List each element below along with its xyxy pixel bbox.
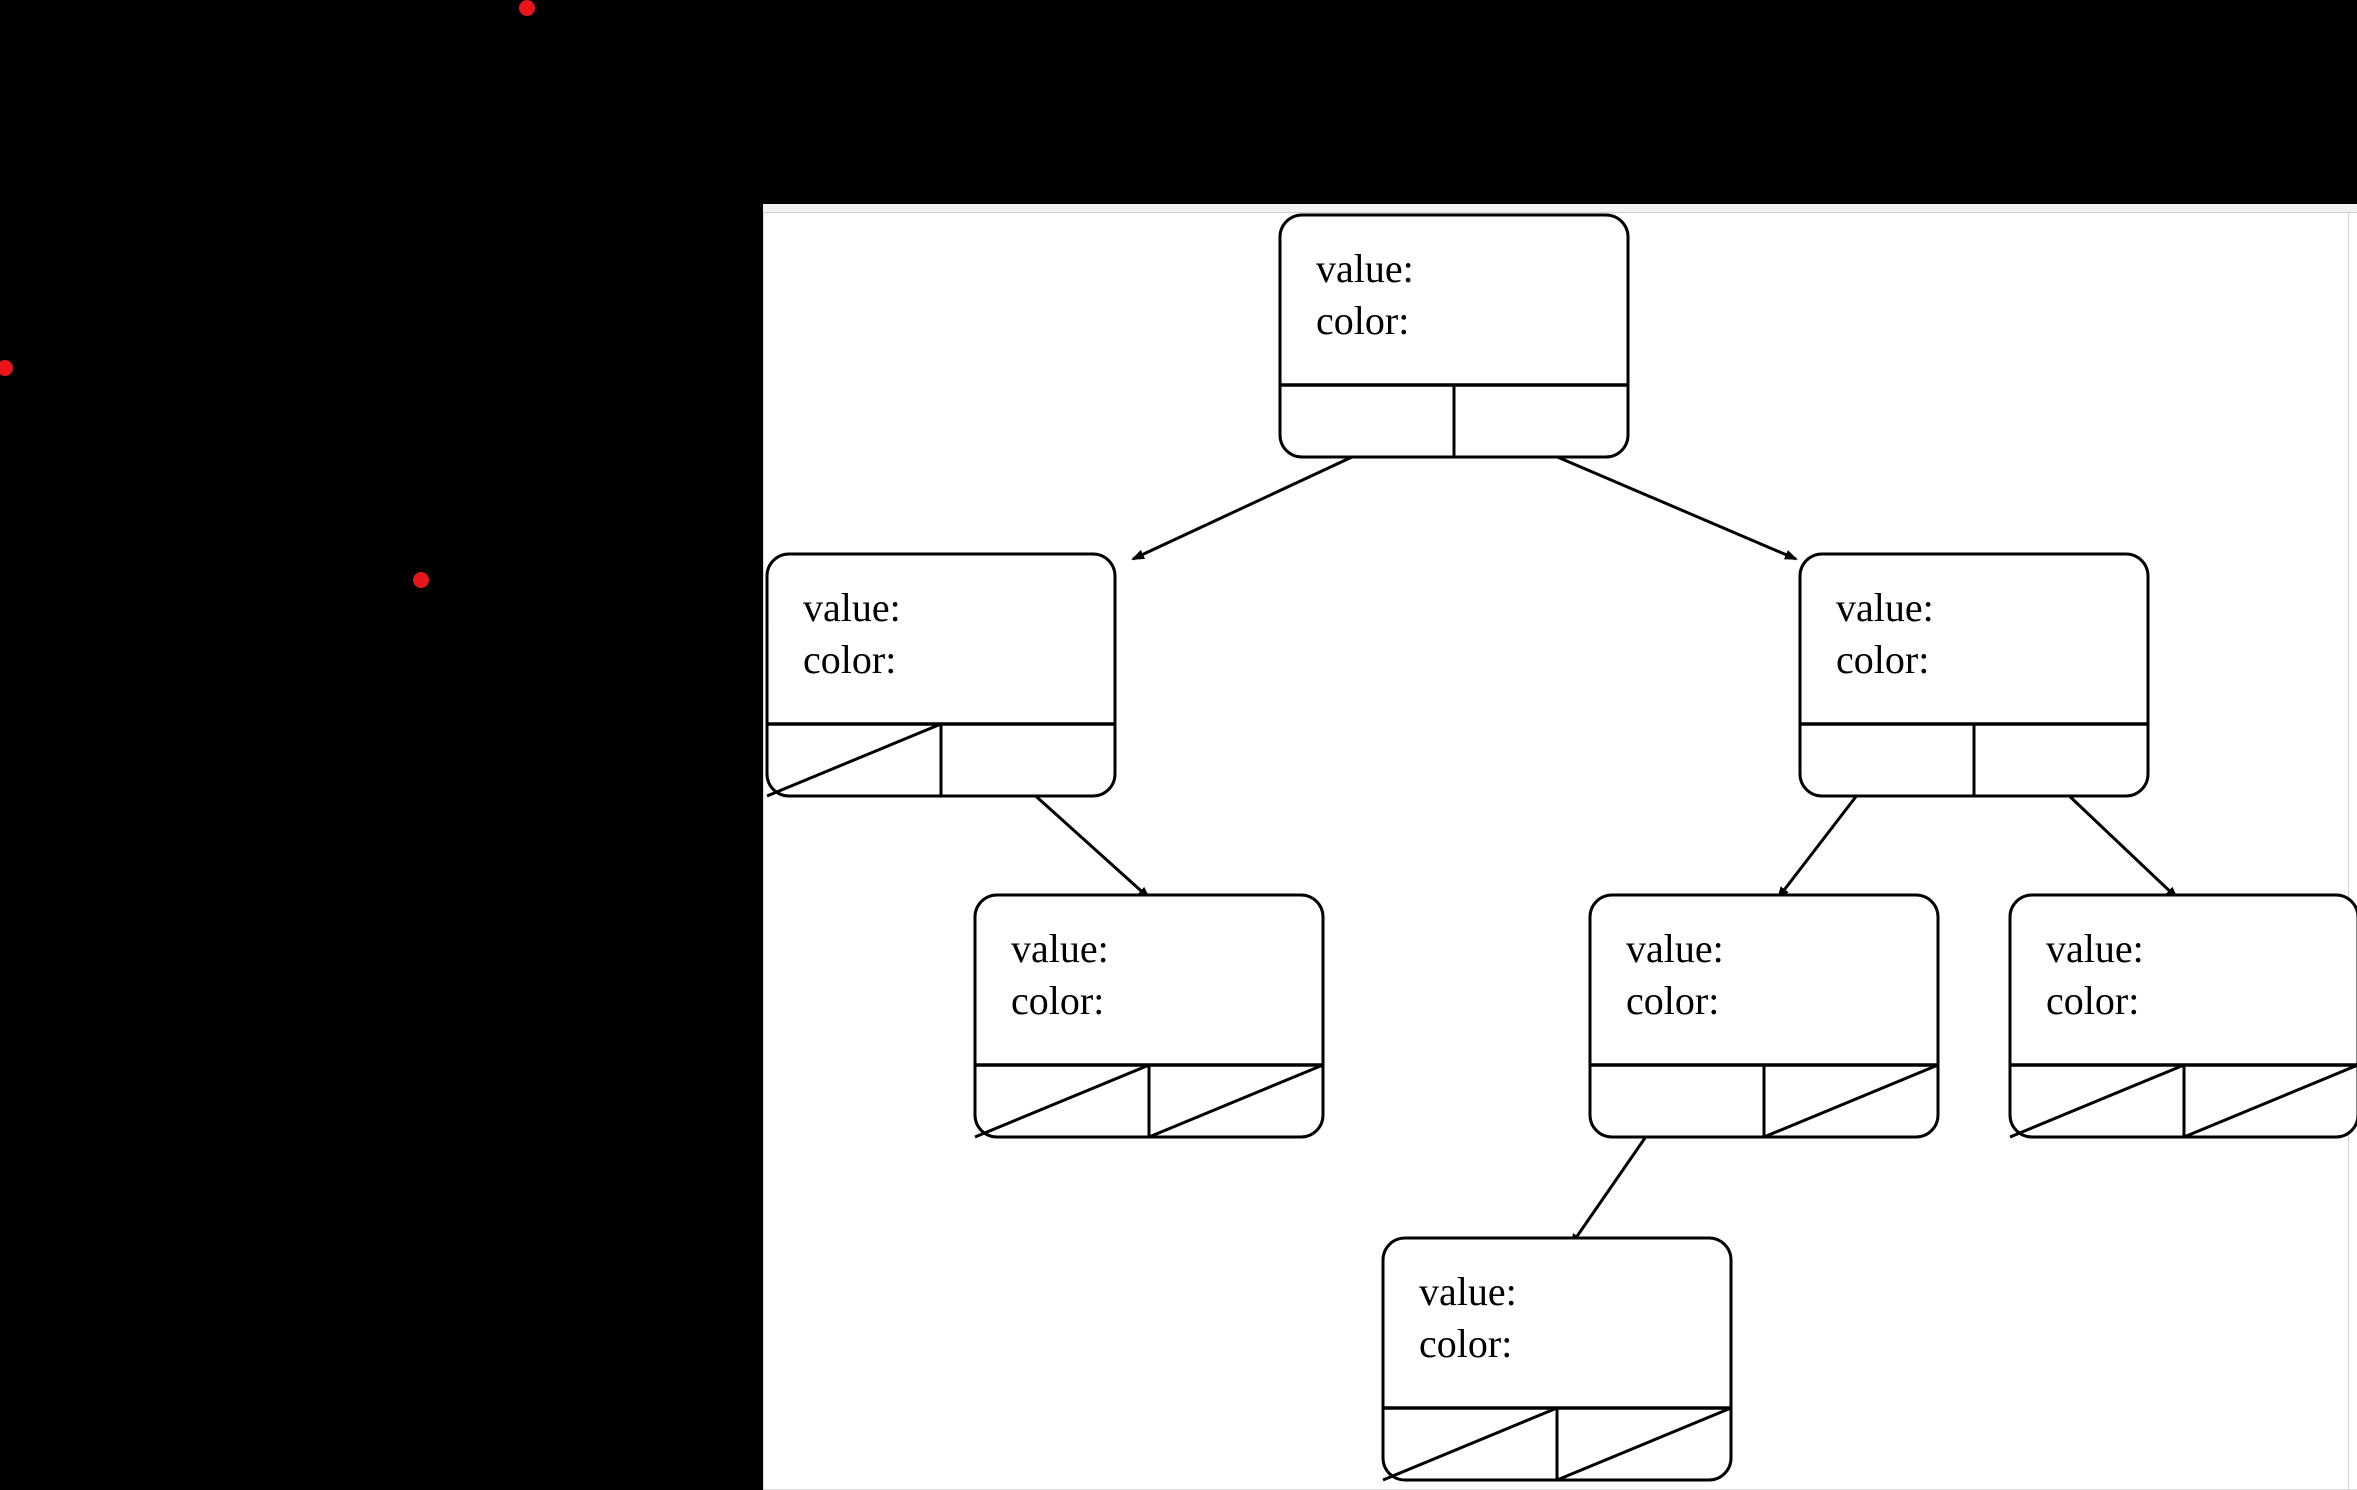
edge-root-left-line xyxy=(1131,448,1368,561)
node-deep-null-slash-right xyxy=(1556,1406,1732,1482)
node-right-right-null-slash-right xyxy=(2183,1063,2357,1139)
node-left-null-slash-left xyxy=(766,722,942,798)
node-left-value-label: value: xyxy=(803,585,901,630)
node-right-left-null-slash-right xyxy=(1763,1063,1939,1139)
node-right-left-color-label: color: xyxy=(1626,978,1719,1023)
diagram-canvas-panel: value: color: value: color: value: color… xyxy=(763,204,2357,1490)
node-right-right-color-label: color: xyxy=(2046,978,2139,1023)
tree-node-left-right[interactable]: value: color: xyxy=(973,893,1325,1139)
node-left-right-null-slash-left xyxy=(974,1063,1150,1139)
tree-node-left[interactable]: value: color: xyxy=(765,552,1117,798)
node-deep-null-slash-left xyxy=(1382,1406,1558,1482)
edge-right-to-right-child-line xyxy=(2061,788,2179,900)
binary-tree-diagram: value: color: value: color: value: color… xyxy=(765,213,2357,1482)
red-dot-mid-marker xyxy=(413,572,429,588)
tree-edges-group xyxy=(1027,448,2179,1247)
red-dot-top-marker xyxy=(519,0,535,16)
node-left-right-null-slash-right xyxy=(1148,1063,1324,1139)
red-dot-left-marker xyxy=(0,360,13,376)
node-root-value-label: value: xyxy=(1316,246,1414,291)
node-root-color-label: color: xyxy=(1316,298,1409,343)
node-right-color-label: color: xyxy=(1836,637,1929,682)
node-right-left-value-label: value: xyxy=(1626,926,1724,971)
tree-node-root[interactable]: value: color: xyxy=(1278,213,1630,459)
node-deep-value-label: value: xyxy=(1419,1269,1517,1314)
edge-left-to-right-child-line xyxy=(1027,788,1151,900)
node-left-color-label: color: xyxy=(803,637,896,682)
node-right-right-value-label: value: xyxy=(2046,926,2144,971)
tree-node-deep-left[interactable]: value: color: xyxy=(1381,1236,1733,1482)
node-left-right-color-label: color: xyxy=(1011,978,1104,1023)
canvas-left-rule xyxy=(763,212,764,1490)
node-right-value-label: value: xyxy=(1836,585,1934,630)
node-right-right-null-slash-left xyxy=(2009,1063,2185,1139)
tree-node-right-left[interactable]: value: color: xyxy=(1588,893,1940,1139)
edge-right-to-left-child-line xyxy=(1776,789,1863,900)
tree-node-right[interactable]: value: color: xyxy=(1798,552,2150,798)
canvas-top-strip xyxy=(763,204,2357,213)
node-left-right-value-label: value: xyxy=(1011,926,1109,971)
canvas-right-scroll-rule[interactable] xyxy=(2348,212,2349,1490)
edge-root-right-line xyxy=(1540,448,1798,561)
node-deep-color-label: color: xyxy=(1419,1321,1512,1366)
tree-node-right-right[interactable]: value: color: xyxy=(2008,893,2357,1139)
